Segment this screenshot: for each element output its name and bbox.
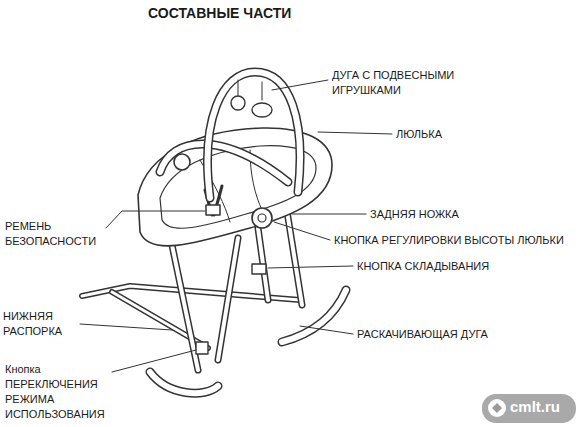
part-label: КНОПКА СКЛАДЫВАНИЯ (357, 259, 489, 274)
part-label: ЛЮЛЬКА (396, 127, 442, 142)
diagram-title: СОСТАВНЫЕ ЧАСТИ (148, 4, 291, 22)
part-label: НИЖНЯЯ РАСПОРКА (3, 309, 78, 339)
part-label: ДУГА С ПОДВЕСНЫМИ ИГРУШКАМИ (332, 68, 482, 98)
part-label: РАСКАЧИВАЮЩАЯ ДУГА (357, 327, 488, 342)
part-label: РЕМЕНЬ БЕЗОПАСНОСТИ (5, 219, 110, 249)
watermark: cmlt.ru (510, 399, 560, 414)
part-label: Кнопка ПЕРЕКЛЮЧЕНИЯ РЕЖИМА ИСПОЛЬЗОВАНИЯ (5, 362, 109, 422)
part-label: ЗАДНЯЯ НОЖКА (370, 207, 459, 222)
part-label: КНОПКА РЕГУЛИРОВКИ ВЫСОТЫ ЛЮЛЬКИ (334, 233, 564, 248)
